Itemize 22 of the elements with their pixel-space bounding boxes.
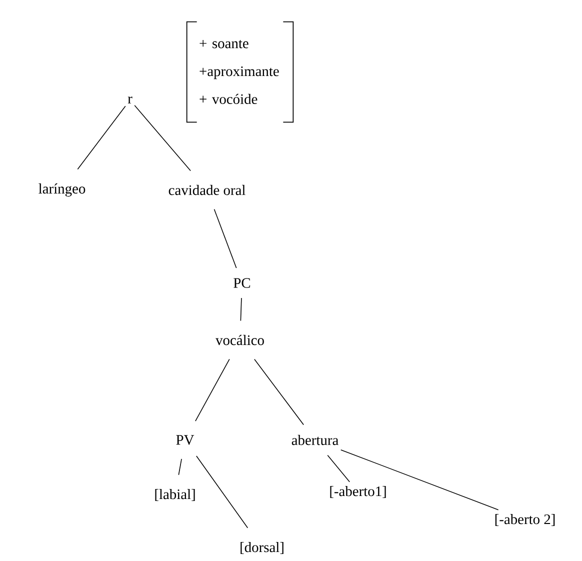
tree-node-label: [-aberto1] (330, 486, 386, 498)
tree-branch (134, 104, 191, 172)
tree-node-label: [labial] (155, 489, 195, 501)
tree-node-label: r (128, 96, 132, 104)
tree-branch (178, 458, 182, 476)
tree-node-label: [dorsal] (240, 542, 284, 554)
tree-node-label: PC (234, 278, 250, 288)
tree-node-label: [-aberto 2] (495, 514, 555, 526)
tree-branch (77, 106, 126, 170)
tree-node-label: abertura (292, 434, 338, 446)
tree-branch (340, 449, 499, 510)
feature-matrix: + soante +aproximante + vocóide (186, 21, 294, 123)
tree-branch (195, 358, 230, 422)
tree-node-label: vocálico (216, 334, 264, 346)
tree-branch (327, 454, 350, 482)
tree-branch (240, 298, 242, 322)
tree-node-label: cavidade oral (168, 184, 246, 196)
tree-node-label: PV (176, 435, 194, 445)
tree-branch (254, 358, 304, 426)
tree-node-label: laríngeo (38, 183, 86, 197)
tree-branch (214, 208, 237, 268)
tree-branch (196, 456, 248, 528)
